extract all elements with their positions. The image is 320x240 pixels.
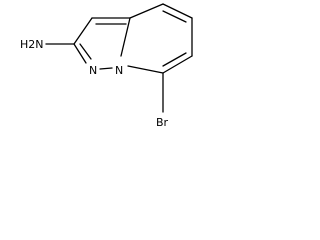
bond-n1-c2-inner [79,43,92,60]
bond-c4-c5 [162,3,193,19]
bridgehead-nitrogen-label: N [115,64,123,77]
bond-c7-n7 [127,65,164,74]
structure-diagram: H2N N N Br [0,0,196,132]
bond-c6-c7-inner [162,52,187,67]
bond-c2-c3 [73,17,93,45]
bond-n1-c2 [73,43,87,64]
pyrazole-nitrogen-label: N [89,64,97,77]
bond-c3a-c4 [129,3,164,19]
amine-label: H2N [20,38,44,51]
molecule-svg: H2N N N Br [20,3,193,129]
bond-n7-n1 [99,67,113,70]
bond-c4-c5-inner [162,10,187,23]
bond-c6-c7 [162,55,193,74]
bond-c3a-n7 [120,17,131,57]
bromine-label: Br [156,116,169,129]
